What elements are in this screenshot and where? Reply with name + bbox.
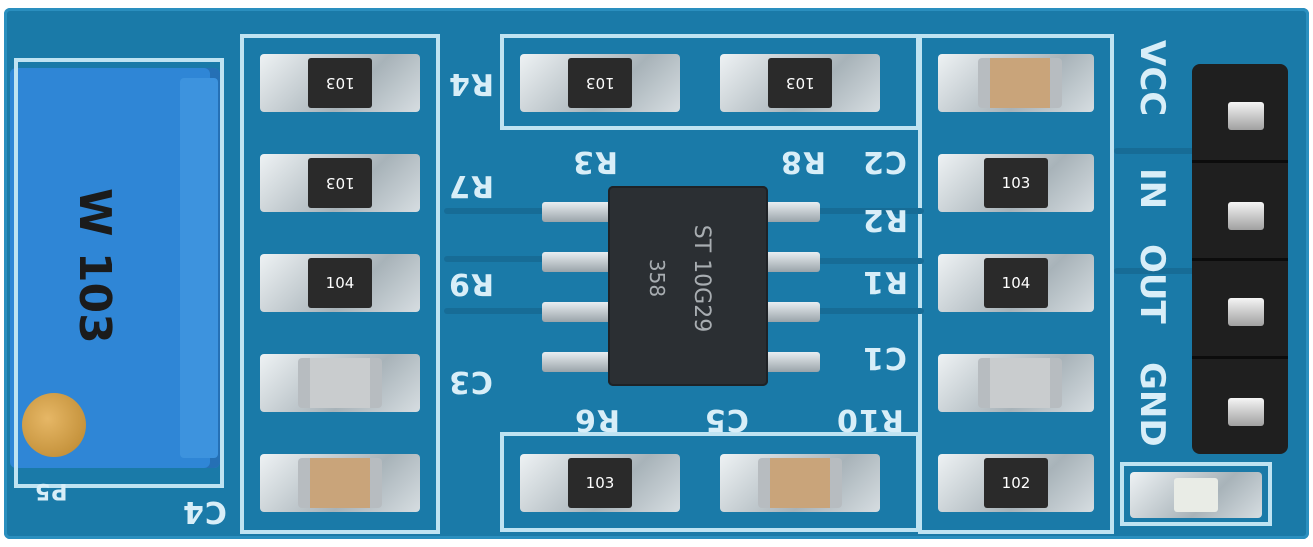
pin-header <box>1192 64 1288 454</box>
silk-c2: C2 <box>862 144 907 179</box>
capacitor-c4 <box>298 458 382 508</box>
silk-r10: R10 <box>836 402 904 437</box>
silk-r4: R4 <box>448 66 494 101</box>
resistor-r8: 103 <box>768 58 832 108</box>
trimmer-screw[interactable] <box>22 393 86 457</box>
capacitor-c5 <box>758 458 842 508</box>
pcb-board: W 103 P5 103 103 104 103 103 103 104 102… <box>4 8 1309 539</box>
pot-outline <box>14 58 224 488</box>
resistor-r10: 102 <box>984 458 1048 508</box>
chip-marking-1: 358 <box>645 258 670 298</box>
left-column-outline <box>240 34 440 534</box>
silk-c5: C5 <box>704 402 749 437</box>
right-column-outline <box>918 34 1114 534</box>
silk-r6: R6 <box>574 402 620 437</box>
resistor-r7: 103 <box>308 158 372 208</box>
silk-r1: R1 <box>862 264 908 299</box>
header-label-in: IN <box>1132 168 1172 210</box>
silk-c3: C3 <box>448 364 493 399</box>
silk-r9: R9 <box>448 266 494 301</box>
pin-out[interactable] <box>1228 298 1264 326</box>
resistor-r2: 103 <box>984 158 1048 208</box>
top-center-outline <box>500 34 920 130</box>
capacitor-c3 <box>298 358 382 408</box>
silk-p5: P5 <box>34 478 68 503</box>
silk-c1: C1 <box>862 340 907 375</box>
silk-r8: R8 <box>780 144 826 179</box>
pin-gnd[interactable] <box>1228 398 1264 426</box>
silk-c4: C4 <box>182 494 227 529</box>
silk-r7: R7 <box>448 168 494 203</box>
resistor-r4: 103 <box>308 58 372 108</box>
potentiometer: W 103 <box>10 68 220 468</box>
led <box>1130 472 1262 518</box>
header-label-vcc: VCC <box>1132 40 1172 117</box>
header-label-gnd: GND <box>1132 362 1172 447</box>
silk-r2: R2 <box>862 202 908 237</box>
pin-in[interactable] <box>1228 202 1264 230</box>
resistor-r3: 103 <box>568 58 632 108</box>
resistor-r9: 104 <box>308 258 372 308</box>
capacitor-c1 <box>978 358 1062 408</box>
header-label-out: OUT <box>1132 244 1172 324</box>
bottom-center-outline <box>500 432 920 532</box>
chip-marking-2: ST 10G29 <box>689 224 715 333</box>
led-outline <box>1120 462 1272 526</box>
resistor-r6: 103 <box>568 458 632 508</box>
resistor-r1: 104 <box>984 258 1048 308</box>
pin-vcc[interactable] <box>1228 102 1264 130</box>
op-amp-chip: 358 ST 10G29 <box>608 186 768 386</box>
capacitor-c2 <box>978 58 1062 108</box>
silk-r3: R3 <box>572 144 618 179</box>
